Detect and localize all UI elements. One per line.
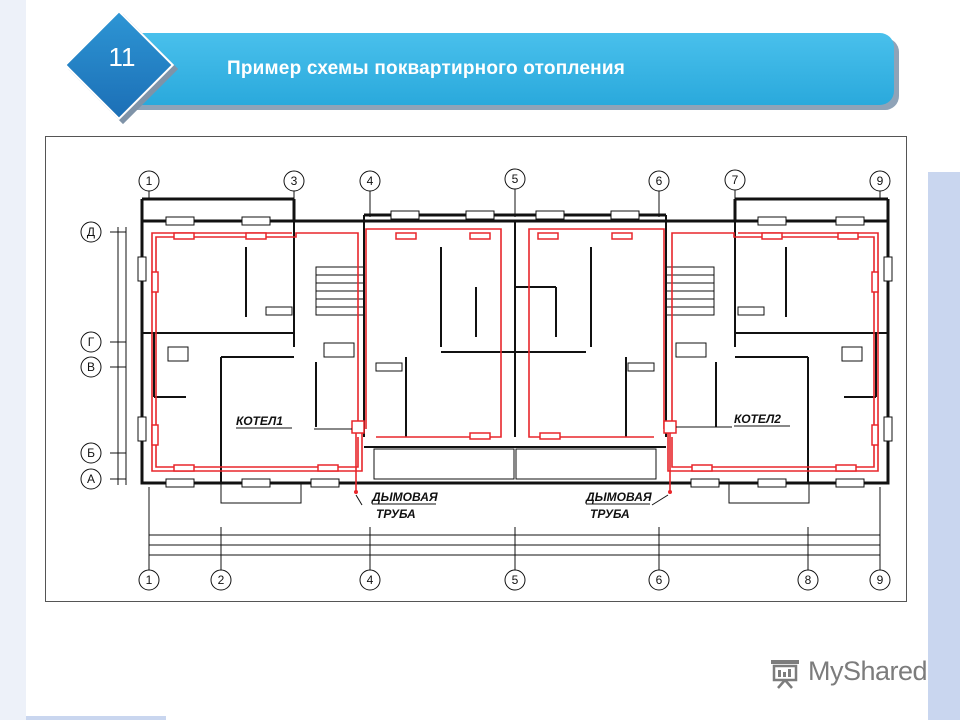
axis-bottom-label-8: 8 [805,573,812,587]
axis-bottom-label-9: 9 [877,573,884,587]
axis-top-label-6: 6 [656,174,663,188]
title-banner [128,33,894,105]
axis-top-label-7: 7 [732,173,739,187]
axis-left-label-B: Б [87,446,95,460]
axis-left-label-V: В [87,360,95,374]
axis-left-label-G: Г [88,335,95,349]
axis-left-A [80,468,102,490]
axis-left-B [80,442,102,464]
boiler-right-label: КОТЕЛ2 [734,412,781,426]
floor-plan-svg: 1 3 4 5 6 7 9 1 2 4 5 6 8 9 Д Г В Б А [80,168,893,591]
presentation-board-icon [771,660,799,689]
brand-logo: MyShared [768,656,928,692]
axis-top-label-3: 3 [291,174,298,188]
slide-number: 11 [108,42,136,72]
axis-left-label-A: А [87,472,95,486]
axis-bottom-label-2: 2 [218,573,225,587]
axis-top-label-4: 4 [367,174,374,188]
floor-plan-drawing: 1 3 4 5 6 7 9 1 2 4 5 6 8 9 Д Г В Б А [45,136,907,602]
right-decor-wave [928,172,960,720]
axis-top-label-5: 5 [512,172,519,186]
bottom-decor-strip [26,716,166,720]
left-decor-bar [0,0,26,720]
axis-left-label-D: Д [87,225,95,239]
axis-bottom-label-5: 5 [512,573,519,587]
chimney-left-label-2: ТРУБА [376,507,416,521]
axis-top-label-9: 9 [877,174,884,188]
axis-bottom-label-1: 1 [146,573,153,587]
brand-name: MyShared [808,656,928,686]
axis-bottom-label-6: 6 [656,573,663,587]
chimney-left-label-1: ДЫМОВАЯ [371,490,438,504]
slide-title: Пример схемы поквартирного отопления [227,58,625,79]
axis-top-label-1: 1 [146,174,153,188]
chimney-right-label-1: ДЫМОВАЯ [585,490,652,504]
axis-bottom-label-4: 4 [367,573,374,587]
axis-left-D [80,221,102,243]
axis-left-G [80,331,102,353]
boiler-left-label: КОТЕЛ1 [236,414,283,428]
chimney-right-label-2: ТРУБА [590,507,630,521]
axis-left-V [80,356,102,378]
